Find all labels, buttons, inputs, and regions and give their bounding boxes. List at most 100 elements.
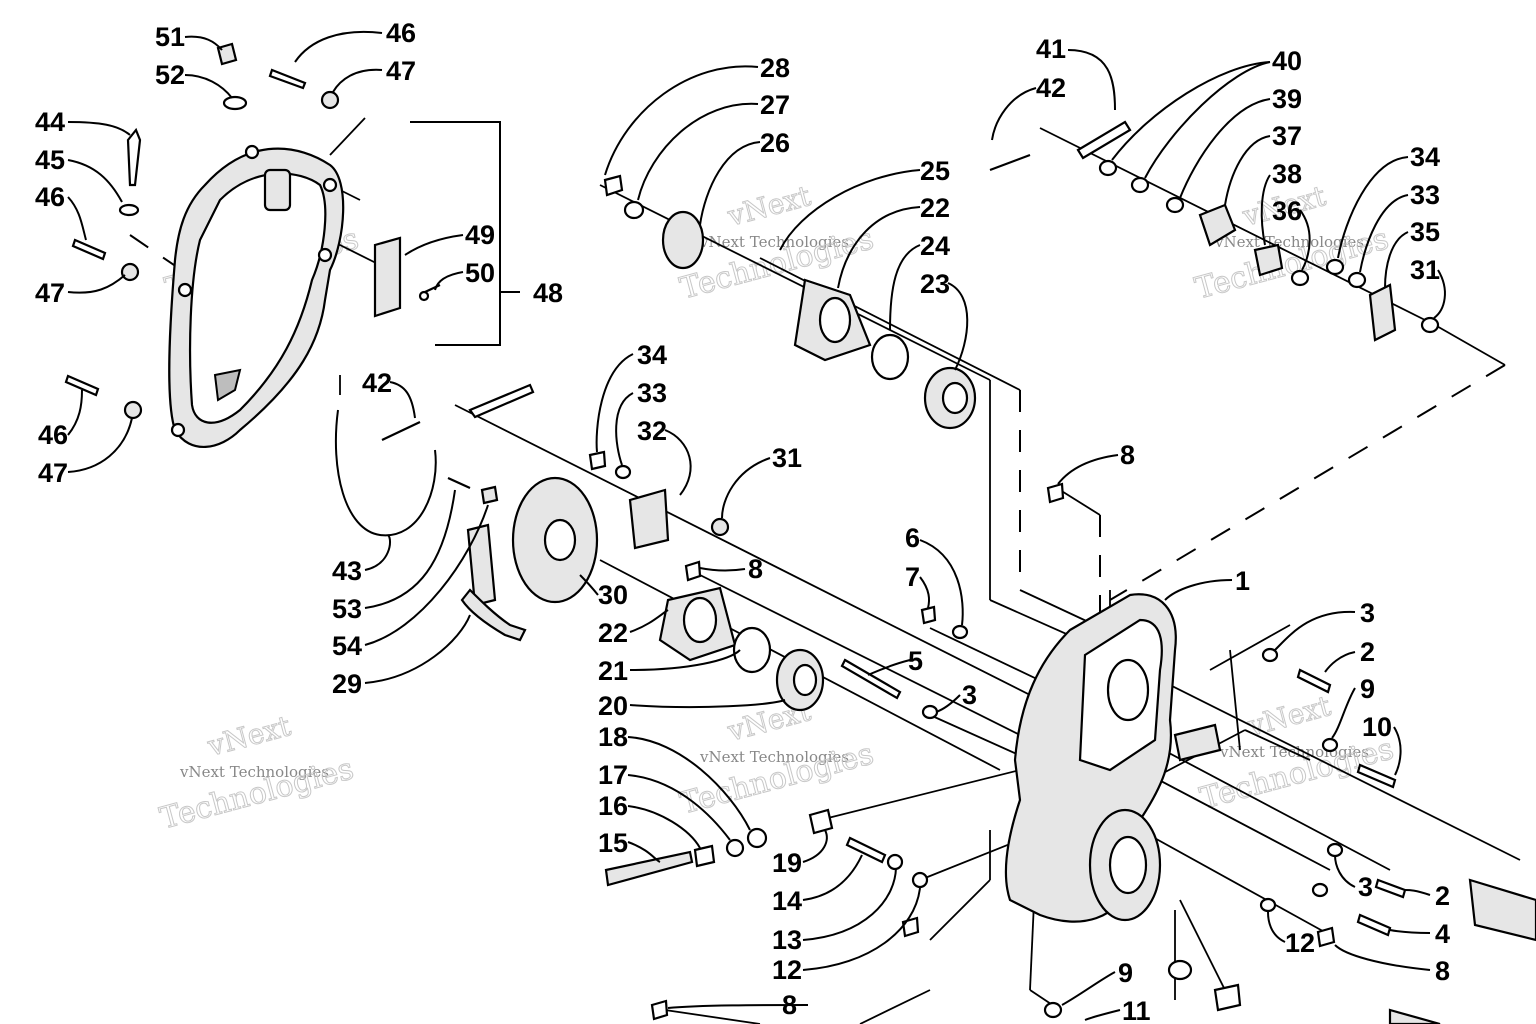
leader-line	[1433, 269, 1446, 319]
washer	[1259, 897, 1277, 913]
washer	[911, 871, 929, 889]
washer	[1261, 647, 1279, 663]
assembly-line	[929, 879, 991, 941]
nut	[920, 605, 937, 625]
callout-9: 9	[1118, 958, 1133, 988]
washer	[480, 485, 499, 505]
bolt	[268, 68, 307, 90]
washer	[951, 624, 969, 640]
callout-33: 33	[637, 378, 667, 408]
washer	[1290, 269, 1310, 287]
nut	[603, 174, 624, 197]
bearing-bore	[682, 596, 718, 644]
cover-hole	[244, 144, 260, 160]
tensioner-arm	[1368, 283, 1397, 342]
callout-48: 48	[533, 278, 563, 308]
leader-line	[184, 35, 223, 51]
leader-line	[332, 68, 383, 93]
watermark-text: vNext	[723, 179, 814, 233]
callout-12: 12	[1285, 928, 1315, 958]
callout-25: 25	[920, 156, 950, 186]
callout-53: 53	[332, 594, 362, 624]
lock-washer	[320, 90, 340, 110]
callout-13: 13	[772, 925, 802, 955]
pin	[468, 383, 535, 419]
callout-8: 8	[748, 554, 763, 584]
leader-line	[837, 206, 921, 289]
assembly-line	[599, 184, 991, 381]
washer	[1165, 196, 1185, 214]
cotter-pin	[989, 153, 1031, 172]
leader-line	[364, 504, 489, 646]
leader-line	[1179, 98, 1271, 199]
callout-51: 51	[155, 22, 185, 52]
leader-line	[1331, 687, 1356, 739]
leader-line	[699, 567, 746, 572]
leader-line	[579, 574, 599, 596]
leader-line	[434, 271, 464, 291]
washer	[1043, 1001, 1063, 1019]
nut	[808, 808, 834, 835]
callout-6: 6	[905, 523, 920, 553]
leader-line	[627, 736, 751, 831]
leader-line	[629, 699, 786, 709]
leader-line	[1111, 61, 1271, 161]
output-shaft	[1468, 878, 1536, 942]
leader-line	[802, 854, 863, 901]
snap-ring	[870, 333, 910, 381]
callout-12: 12	[772, 955, 802, 985]
leader-line	[1299, 209, 1311, 271]
washer	[1347, 271, 1367, 289]
slider-block	[466, 523, 497, 607]
leader-line	[604, 65, 759, 176]
assembly-line	[329, 117, 366, 156]
washer	[1098, 159, 1118, 177]
leader-line	[867, 659, 911, 676]
nut	[1213, 983, 1242, 1012]
callout-labels: 51 52 46 47 44 45 46 47 46 47 49 50 48 4…	[35, 18, 1450, 1024]
retainer-bore	[1108, 835, 1148, 895]
leader-line	[1404, 889, 1431, 896]
stud	[840, 658, 902, 700]
callout-2: 2	[1360, 637, 1375, 667]
leader-line	[637, 102, 759, 201]
bearing-race	[792, 663, 818, 697]
shaft-sleeve	[1173, 723, 1222, 762]
leader-line	[919, 576, 930, 609]
callout-38: 38	[1272, 159, 1302, 189]
leader-line	[1067, 49, 1116, 111]
leader-line	[1144, 61, 1271, 179]
leader-line	[699, 141, 761, 226]
leader-line	[1260, 174, 1271, 246]
callout-4: 4	[1435, 919, 1450, 949]
leader-line	[664, 429, 692, 496]
leader-line	[1061, 971, 1116, 1006]
watermark-text: vNext Technologies	[1214, 233, 1364, 251]
assembly-line	[1139, 769, 1331, 871]
leader-line	[1359, 194, 1409, 273]
callout-19: 19	[772, 848, 802, 878]
callout-40: 40	[1272, 46, 1302, 76]
bolt	[71, 238, 107, 261]
callout-35: 35	[1410, 217, 1440, 247]
washer	[1167, 959, 1193, 981]
callout-44: 44	[35, 107, 65, 137]
bushing	[1253, 243, 1284, 277]
assembly-line	[1019, 589, 1096, 626]
callout-54: 54	[332, 631, 362, 661]
leader-line	[667, 1004, 809, 1009]
bolt	[447, 476, 471, 490]
callout-3: 3	[962, 680, 977, 710]
leader-line	[1393, 726, 1402, 776]
leader-line	[294, 30, 383, 63]
callout-41: 41	[1036, 34, 1066, 64]
leader-line	[1324, 651, 1356, 673]
callout-50: 50	[465, 258, 495, 288]
assembly-line	[454, 404, 1041, 701]
leader-line	[615, 392, 634, 466]
leader-line	[935, 694, 961, 713]
nut	[1316, 926, 1336, 948]
callout-17: 17	[598, 760, 628, 790]
bolt	[1374, 878, 1407, 899]
leader-line	[627, 841, 661, 863]
